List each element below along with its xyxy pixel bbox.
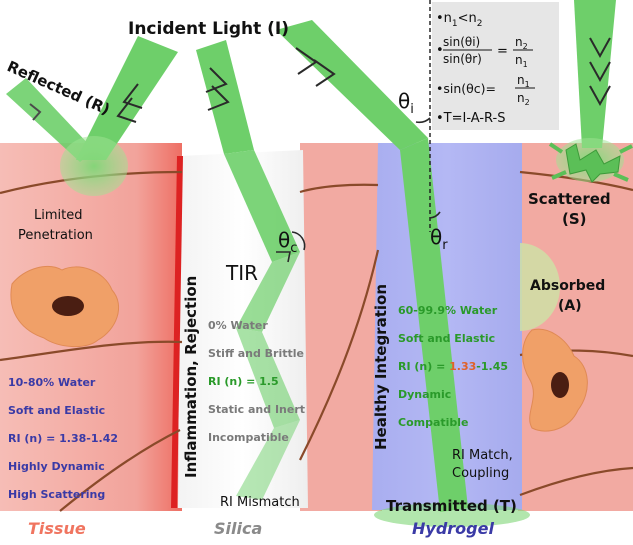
theta-i-label: θi	[398, 89, 414, 117]
transmitted-glow	[374, 503, 530, 527]
limited-label-2: Penetration	[18, 228, 93, 243]
formula-line3-lhs: •sin(θc)=	[436, 81, 496, 96]
tissue-prop-item: 10-80% Water	[8, 376, 96, 389]
formula-line4: •T=I-A-R-S	[436, 111, 506, 126]
hydrogel-beam	[276, 20, 468, 512]
formula-line2-rnum: n2	[515, 35, 528, 51]
hydrogel-prop-water: 60-99.9% Water	[398, 304, 498, 317]
silica-properties: 0% Water Stiff and Brittle RI (n) = 1.5 …	[208, 319, 305, 444]
incident-label: Incident Light (I)	[128, 19, 289, 39]
hydrogel-prop-dynamic: Dynamic	[398, 388, 451, 401]
scattered-label: Scattered	[528, 190, 611, 208]
tir-arrow	[276, 251, 291, 263]
silica-prop-incompatible: Incompatible	[208, 431, 289, 444]
hydrogel-prop-soft: Soft and Elastic	[398, 332, 495, 345]
tissue-entry-glow	[60, 136, 128, 196]
formula-line1: •n1<n2	[436, 11, 483, 29]
formula-line2-den: sin(θr)	[443, 52, 482, 66]
theta-i-arc	[415, 117, 431, 124]
formula-box	[432, 2, 559, 130]
tissue-middle-region	[300, 143, 382, 511]
tissue-fibre-bottom-left	[0, 340, 183, 362]
scattered-symbol: (S)	[562, 210, 587, 228]
theta-c-arc	[291, 231, 306, 251]
theta-c-label: θc	[278, 228, 297, 256]
silica-beam	[196, 40, 300, 500]
silica-prop-ri: RI (n) = 1.5	[208, 375, 279, 388]
formula-line2-rden: n1	[515, 53, 528, 69]
absorbed-region	[520, 243, 560, 331]
silica-prop-water: 0% Water	[208, 319, 268, 332]
inflammation-label: Inflammation, Rejection	[182, 276, 200, 478]
footer-silica: Silica	[214, 519, 262, 538]
tissue-fibre-left-low	[59, 429, 181, 512]
hydrogel-prop-compatible: Compatible	[398, 416, 469, 429]
theta-r-label: θr	[430, 225, 448, 253]
tissue-right-region	[518, 143, 633, 511]
tissue-fibre-right-low	[519, 466, 633, 497]
tissue-prop-item: RI (n) = 1.38-1.42	[8, 432, 118, 445]
reflected-beam	[6, 78, 94, 162]
theta-r-arc	[429, 211, 441, 219]
tissue-cell-left-nucleus	[52, 296, 84, 316]
tissue-cell-right-nucleus	[551, 372, 569, 398]
hydrogel-properties: 60-99.9% Water Soft and Elastic RI (n) =…	[398, 304, 508, 429]
incident-beam-tissue	[60, 36, 178, 196]
limited-label-1: Limited	[34, 208, 82, 223]
tissue-prop-item: Soft and Elastic	[8, 404, 105, 417]
silica-prop-static: Static and Inert	[208, 403, 305, 416]
footer-tissue: Tissue	[28, 519, 86, 538]
formula-line2-bullet: •	[436, 43, 444, 58]
tissue-fibre-mid	[299, 183, 379, 194]
tissue-prop-item: High Scattering	[8, 488, 105, 501]
tissue-properties: 10-80% Water Soft and Elastic RI (n) = 1…	[8, 376, 118, 501]
transmitted-label: Transmitted (T)	[386, 497, 517, 515]
scattered-beam	[548, 0, 633, 183]
healthy-label: Healthy Integration	[372, 284, 390, 450]
hydrogel-prop-ri: RI (n) = 1.33-1.45	[398, 360, 508, 373]
tissue-prop-item: Highly Dynamic	[8, 460, 105, 473]
formula-line2-num: sin(θi)	[443, 35, 480, 49]
silica-red-edge	[171, 155, 183, 509]
absorbed-label: Absorbed	[530, 278, 605, 294]
ri-match-label-1: RI Match,	[452, 448, 513, 463]
tissue-fibre-mid-curve	[299, 249, 380, 461]
footer-hydrogel: Hydrogel	[412, 519, 494, 538]
formula-line2-eq: =	[497, 44, 508, 59]
silica-prop-stiff: Stiff and Brittle	[208, 347, 304, 360]
ri-mismatch-label: RI Mismatch	[220, 495, 300, 510]
tir-label: TIR	[225, 261, 258, 285]
formula-line3-num: n1	[517, 73, 530, 89]
formula-line3-den: n2	[517, 91, 530, 107]
absorbed-symbol: (A)	[558, 298, 582, 314]
ri-match-label-2: Coupling	[452, 466, 509, 481]
